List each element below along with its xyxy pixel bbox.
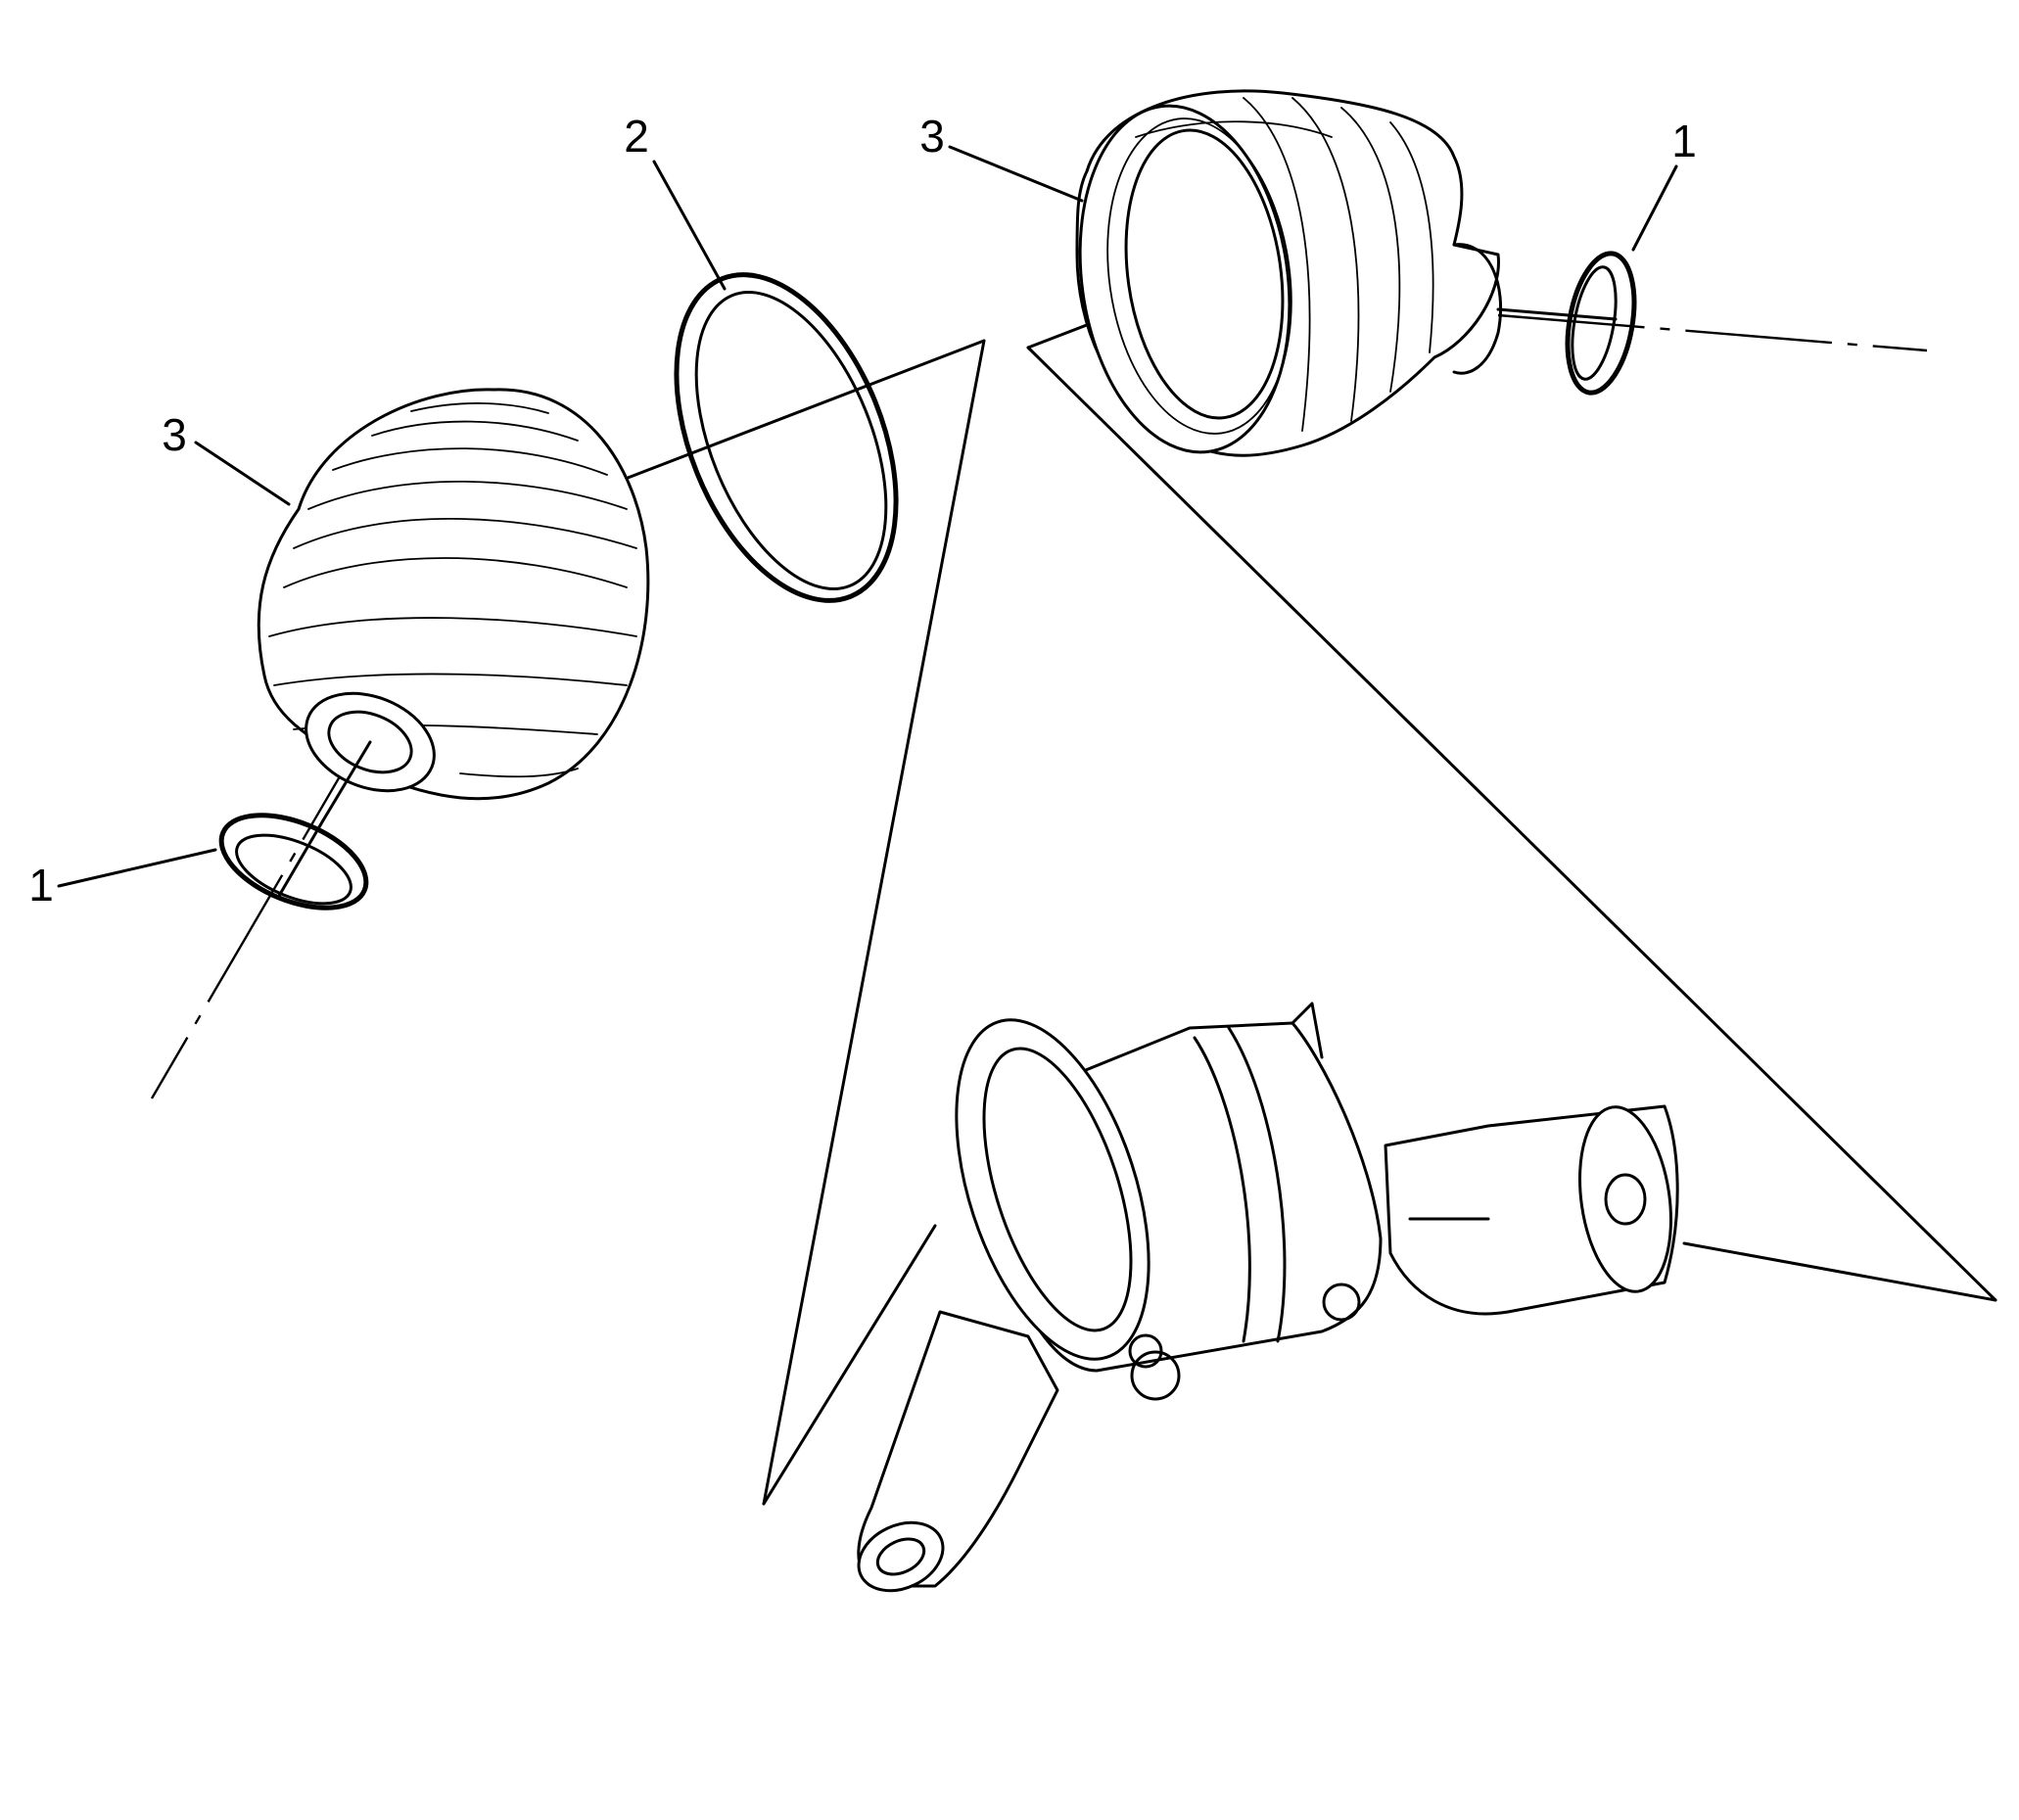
- leader-left-clamp-ring: [652, 160, 727, 291]
- cv-joint-assembly: [857, 1002, 1679, 1593]
- right-cv-boot: [1075, 89, 1503, 457]
- left-clamp-ring: [674, 272, 899, 603]
- leader-right-boot: [948, 145, 1084, 203]
- callout-numbers: 3 1 2 3 1: [28, 111, 1697, 910]
- leader-left-seal-ring: [57, 848, 217, 888]
- callout-right-seal-ring: 1: [1671, 116, 1697, 166]
- left-seal-ring: [218, 813, 369, 910]
- callout-left-seal-ring: 1: [28, 860, 54, 910]
- leader-left-boot: [194, 441, 291, 506]
- callout-left-clamp-ring: 2: [624, 111, 649, 162]
- callout-leaders: [57, 145, 1678, 888]
- callout-left-boot: 3: [162, 409, 187, 460]
- left-cv-boot: [257, 388, 650, 822]
- callout-right-boot: 3: [919, 111, 945, 162]
- leader-right-seal-ring: [1631, 164, 1678, 252]
- right-seal-ring: [1496, 251, 1637, 396]
